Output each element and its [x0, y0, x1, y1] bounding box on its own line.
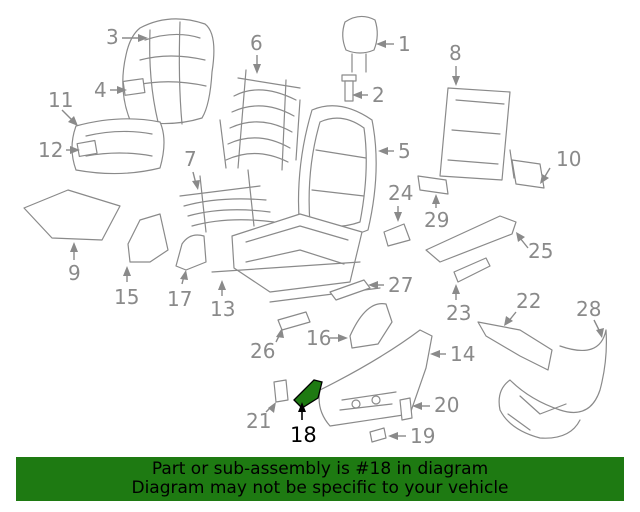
callout-13: 13: [210, 280, 235, 321]
part-seat-back-panel: [439, 87, 511, 181]
info-banner: Part or sub-assembly is #18 in diagram D…: [16, 457, 624, 501]
part-24: [383, 223, 411, 247]
part-27: [329, 279, 371, 301]
part-28-harness: [498, 329, 607, 439]
part-seat-frame: [211, 213, 381, 303]
callout-19: 19: [388, 424, 435, 448]
part-26: [277, 311, 311, 331]
callout-4: 4: [94, 78, 127, 102]
svg-text:12: 12: [38, 138, 63, 162]
svg-text:3: 3: [106, 25, 119, 49]
svg-text:6: 6: [250, 31, 263, 55]
svg-text:13: 13: [210, 297, 235, 321]
callout-18: 18: [290, 402, 317, 447]
svg-text:8: 8: [449, 41, 462, 65]
callout-5: 5: [378, 139, 411, 163]
callout-28: 28: [576, 297, 604, 338]
callout-20: 20: [412, 393, 459, 417]
svg-text:24: 24: [388, 181, 413, 205]
part-15: [127, 213, 169, 263]
callout-7: 7: [184, 147, 200, 190]
svg-text:10: 10: [556, 147, 581, 171]
part-seat-back-cushion: [122, 18, 215, 125]
svg-text:17: 17: [167, 287, 192, 311]
callout-23: 23: [446, 284, 471, 325]
svg-text:4: 4: [94, 78, 107, 102]
callout-14: 14: [430, 342, 475, 366]
part-21: [273, 379, 289, 403]
part-cushion-spring: [179, 169, 275, 233]
part-16: [349, 303, 393, 349]
callout-8: 8: [449, 41, 462, 86]
svg-text:22: 22: [516, 289, 541, 313]
highlighted-part-18: [293, 379, 323, 409]
svg-text:16: 16: [306, 326, 331, 350]
svg-text:9: 9: [68, 261, 81, 285]
svg-text:18: 18: [290, 423, 317, 447]
callout-6: 6: [250, 31, 263, 74]
svg-text:11: 11: [48, 88, 73, 112]
callout-21: 21: [246, 402, 276, 433]
svg-text:7: 7: [184, 147, 197, 171]
svg-text:28: 28: [576, 297, 601, 321]
callout-15: 15: [114, 266, 139, 309]
callout-9: 9: [68, 242, 81, 285]
svg-text:27: 27: [388, 273, 413, 297]
part-seat-cushion: [71, 118, 165, 175]
callout-11: 11: [48, 88, 78, 126]
callout-12: 12: [38, 138, 80, 162]
svg-text:26: 26: [250, 339, 275, 363]
part-19: [369, 427, 387, 443]
callout-27: 27: [368, 273, 413, 297]
svg-text:15: 15: [114, 285, 139, 309]
svg-text:19: 19: [410, 424, 435, 448]
callout-17: 17: [167, 270, 192, 311]
part-10: [509, 149, 545, 189]
svg-text:20: 20: [434, 393, 459, 417]
part-25: [425, 215, 517, 263]
part-headrest: [342, 15, 378, 73]
callout-10: 10: [540, 147, 581, 184]
parts-diagram: 3 4 6 1 2 5: [23, 15, 607, 448]
part-29: [417, 175, 449, 195]
svg-text:1: 1: [398, 32, 411, 56]
callout-3: 3: [106, 25, 148, 49]
banner-line-2: Diagram may not be specific to your vehi…: [131, 478, 509, 498]
svg-text:29: 29: [424, 208, 449, 232]
svg-text:5: 5: [398, 139, 411, 163]
svg-text:25: 25: [528, 239, 553, 263]
callout-26: 26: [250, 328, 284, 363]
part-seat-back-frame: [297, 105, 377, 238]
callout-24: 24: [388, 181, 413, 222]
banner-line-1: Part or sub-assembly is #18 in diagram: [151, 459, 489, 479]
part-22: [477, 321, 553, 371]
svg-text:14: 14: [450, 342, 475, 366]
svg-text:21: 21: [246, 409, 271, 433]
callout-16: 16: [306, 326, 348, 350]
part-20: [399, 397, 413, 421]
callout-2: 2: [352, 83, 385, 107]
svg-text:2: 2: [372, 83, 385, 107]
callout-22: 22: [504, 289, 541, 326]
part-17: [175, 234, 207, 271]
callout-25: 25: [516, 232, 553, 263]
part-seat-back-spring: [219, 69, 301, 171]
part-23: [453, 257, 491, 283]
part-9: [23, 189, 121, 241]
callout-29: 29: [424, 194, 449, 232]
part-18-highlighted: [293, 379, 323, 409]
svg-text:23: 23: [446, 301, 471, 325]
callout-1: 1: [376, 32, 411, 56]
part-headrest-guide: [341, 74, 357, 102]
